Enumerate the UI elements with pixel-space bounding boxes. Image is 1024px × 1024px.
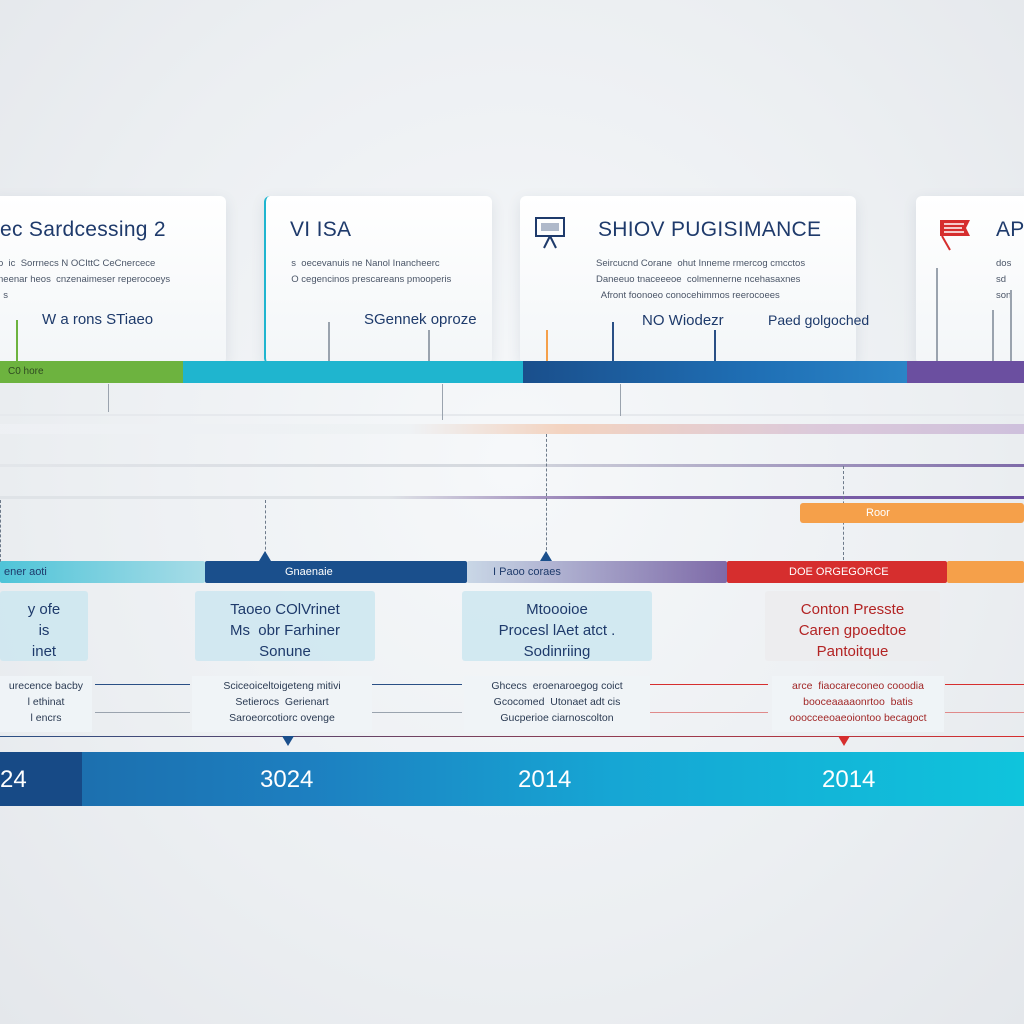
connector-line: [650, 712, 768, 713]
connector-line: [0, 736, 1024, 737]
timeline-pin: [546, 330, 548, 362]
info-box: Conton Presste Caren gpoedtoe Pantoitque: [765, 591, 940, 661]
card-label: W a rons STiaeo: [42, 311, 154, 328]
phase-bar-orange: Roor: [800, 503, 1024, 523]
card-title: ec Sardcessing 2: [0, 218, 166, 241]
connector-line: [945, 684, 1024, 685]
timeline-pin: [1010, 290, 1012, 362]
year-band: [0, 752, 1024, 806]
card-description: dos sd son: [996, 258, 1012, 301]
milestone-card-4[interactable]: AP dos sd son: [916, 196, 1024, 364]
guide-line-gradient: [0, 424, 1024, 434]
phase-bar-teal: ener aoti: [0, 561, 205, 583]
detail-note: Sciceoiceltoigeteng mitivi Setierocs Ger…: [192, 676, 372, 732]
connector-line: [95, 684, 190, 685]
year-label: 2014: [518, 766, 572, 793]
card-description: o ic Sorrnecs N OCIttC CeCnercece neenar…: [0, 258, 171, 301]
band-marker: [259, 551, 271, 561]
year-label: 24: [0, 766, 27, 793]
detail-note-text: Sciceoiceltoigeteng mitivi Setierocs Ger…: [223, 680, 341, 724]
phase-bar-label: DOE ORGEGORCE: [789, 566, 889, 578]
connector-line: [95, 712, 190, 713]
info-box-text: Conton Presste Caren gpoedtoe Pantoitque: [798, 601, 907, 660]
phase-bar-label: Roor: [866, 507, 890, 519]
detail-note: arce fiaocareconeo cooodia booceaaaaonrt…: [772, 676, 944, 732]
milestone-card-3[interactable]: SHIOV PUGISIMANCE Seircucnd Corane ohut …: [520, 196, 869, 364]
info-box-text: y ofe is inet: [27, 601, 61, 660]
card-description: s oecevanuis ne Nanol Inancheerc O cegen…: [291, 258, 452, 285]
year-band-dark-segment: [0, 752, 82, 806]
guide-tick: [442, 384, 443, 420]
card-label: NO Wiodezr: [642, 312, 724, 329]
timeline-pin: [428, 330, 430, 362]
connector-dashed: [265, 500, 266, 560]
milestone-card-1[interactable]: ec Sardcessing 2 o ic Sorrnecs N OCIttC …: [0, 196, 226, 364]
year-label: 3024: [260, 766, 314, 793]
connector-line: [945, 712, 1024, 713]
year-label: 2014: [822, 766, 876, 793]
guide-tick: [620, 384, 621, 416]
segment-label: C0 hore: [8, 366, 44, 377]
phase-bar-red: DOE ORGEGORCE: [727, 561, 947, 583]
connector-line: [650, 684, 768, 685]
phase-bar-label: Gnaenaie: [285, 566, 333, 578]
info-box: Taoeo COlVrinet Ms obr Farhiner Sonune: [195, 591, 375, 661]
phase-bar-navy: Gnaenaie: [205, 561, 467, 583]
timeline-segment-green: C0 hore: [0, 361, 183, 383]
guide-line: [0, 496, 1024, 499]
info-box: Mtoooioe Procesl lAet atct . Sodinriing: [462, 591, 652, 661]
timeline-pin: [612, 322, 614, 362]
phase-bar-label: I Paoo coraes: [493, 566, 561, 578]
timeline-segment-purple: [907, 361, 1024, 383]
timeline-pin: [16, 320, 18, 362]
connector-line: [372, 684, 462, 685]
phase-bar-label: ener aoti: [4, 566, 47, 578]
info-box-text: Mtoooioe Procesl lAet atct . Sodinriing: [498, 601, 616, 660]
timeline-segment-teal: [183, 361, 523, 383]
info-box-text: Taoeo COlVrinet Ms obr Farhiner Sonune: [229, 601, 341, 660]
card-title: SHIOV PUGISIMANCE: [598, 218, 822, 241]
timeline-pin: [992, 310, 994, 362]
card-title: VI ISA: [290, 218, 352, 241]
phase-bar-purple: I Paoo coraes: [467, 561, 727, 583]
guide-line: [0, 414, 1024, 416]
timeline-pin: [714, 330, 716, 362]
connector-dashed: [546, 434, 547, 560]
guide-tick: [108, 384, 109, 412]
flag-icon: [940, 220, 970, 251]
band-marker: [540, 551, 552, 561]
connector-dashed: [0, 500, 1, 562]
timeline-pin: [936, 268, 938, 362]
detail-note-text: arce fiaocareconeo cooodia booceaaaaonrt…: [789, 680, 927, 724]
card-description: Seircucnd Corane ohut Inneme rmercog cmc…: [596, 258, 806, 301]
guide-line: [0, 464, 1024, 467]
timeline-segment-blue: [523, 361, 907, 383]
detail-note-text: urecence bacby l ethinat l encrs: [8, 680, 84, 724]
timeline-pin: [328, 322, 330, 362]
phase-bar-orange-end: [947, 561, 1024, 583]
info-box: y ofe is inet: [0, 591, 88, 661]
year-marker: [282, 736, 294, 746]
card-title: AP: [996, 218, 1024, 241]
year-marker: [838, 736, 850, 746]
card-label-secondary: Paed golgoched: [768, 312, 870, 328]
connector-line: [372, 712, 462, 713]
detail-note-text: Ghcecs eroenaroegog coict Gcocomed Utona…: [491, 680, 623, 724]
card-label: SGennek oproze: [364, 311, 477, 328]
milestone-card-2[interactable]: VI ISA s oecevanuis ne Nanol Inancheerc …: [264, 196, 492, 364]
presentation-board-icon: [535, 217, 565, 249]
detail-note: Ghcecs eroenaroegog coict Gcocomed Utona…: [464, 676, 650, 732]
detail-note: urecence bacby l ethinat l encrs: [0, 676, 92, 732]
